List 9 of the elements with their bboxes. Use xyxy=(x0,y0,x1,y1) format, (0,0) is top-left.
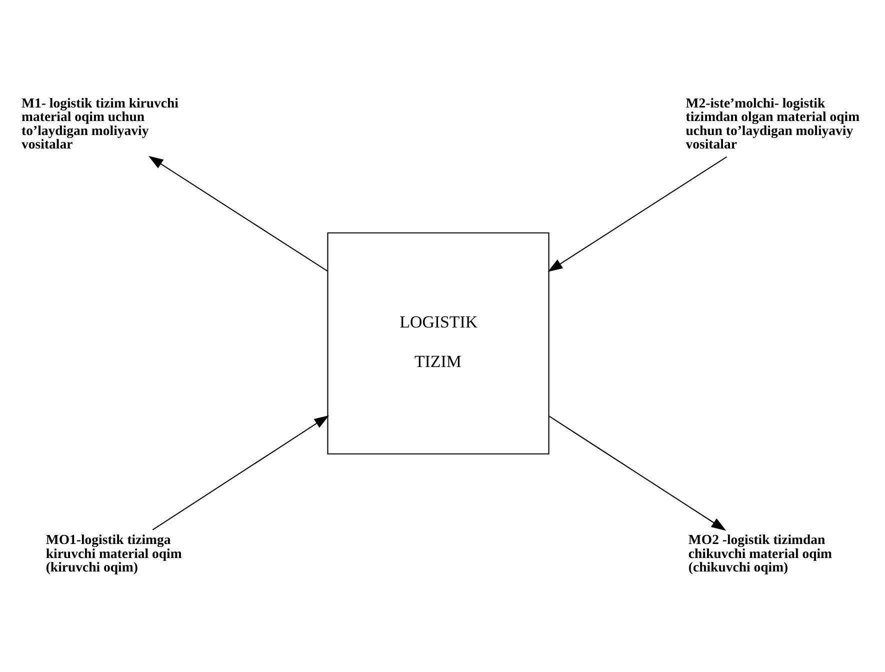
node-text: M2-iste’molchi- logistik tizimdan olgan material oqim uchun to’laydigan moliyaviy vositalar xyxy=(686,94,860,152)
node-text: M1- logistik tizim kiruvchi material oqim uchun to’laydigan moliyaviy vositalar xyxy=(22,94,179,152)
node-box: LOGISTIK TIZIM xyxy=(327,232,550,454)
node-text: MO1-logistik tizimga kiruvchi material oqim (kiruvchi oqim) xyxy=(46,532,182,574)
node-text: MO2 -logistik tizimdan chikuvchi material oqim (chikuvchi oqim) xyxy=(688,532,832,574)
arrow xyxy=(152,414,330,530)
arrow xyxy=(548,415,726,530)
arrow xyxy=(548,156,728,272)
arrow xyxy=(148,155,328,271)
